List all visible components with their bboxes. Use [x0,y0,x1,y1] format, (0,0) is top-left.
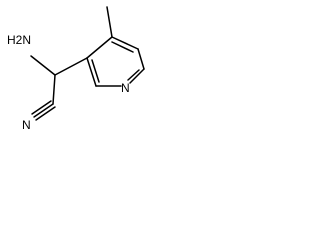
bond-nitrile-triple-1 [33,103,54,118]
bond-ring-c4-c5 [111,36,139,50]
bond-nitrile-triple-2 [31,100,52,115]
bond-skeleton [30,6,145,121]
ring-nitrogen-label: N [121,81,130,95]
bond-alpha-nitrile-c [52,74,56,105]
bond-ring-double-c6-n [127,69,140,81]
bond-methyl [106,6,113,38]
bond-nitrile-triple-3 [35,106,56,121]
bond-ring-double-c4-c5 [111,41,134,53]
bond-ring-c5-c6 [137,48,145,70]
bond-ring-c6-n [129,68,145,84]
amino-group-label: H2N [7,33,31,47]
bond-ring-double-c2-c3 [91,59,100,83]
bond-amine-alpha [30,55,56,76]
molecule-structure: H2N N N [7,6,145,132]
nitrile-nitrogen-label: N [22,118,31,132]
bond-alpha-ring [54,57,88,76]
bond-ring-c3-c4 [86,36,113,59]
bond-ring-c2-c3 [86,57,97,87]
